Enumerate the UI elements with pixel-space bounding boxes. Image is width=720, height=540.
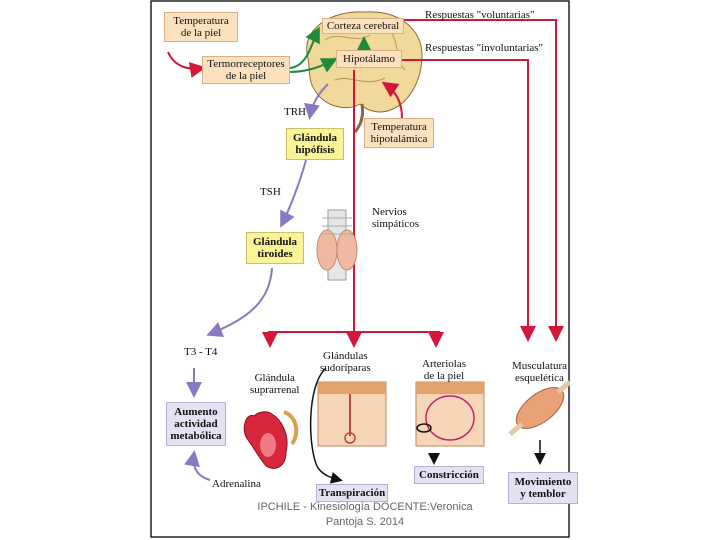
pituitary-gland-box: Glándula hipófisis — [286, 128, 344, 160]
thyroid-illustration — [316, 209, 358, 281]
cerebral-cortex-box: Corteza cerebral — [322, 18, 404, 34]
skin-arterioles-label: Arteriolas de la piel — [422, 358, 466, 382]
purple-arrows — [184, 83, 329, 481]
adrenaline-label: Adrenalina — [212, 478, 261, 490]
arterioles-illustration — [415, 381, 485, 447]
thyroid-gland-box: Glándula tiroides — [246, 232, 304, 264]
figure-frame — [150, 0, 570, 538]
tsh-label: TSH — [260, 186, 281, 198]
hypothalamus-box: Hipotálamo — [336, 50, 402, 68]
green-arrows — [289, 26, 372, 73]
adrenal-illustration — [243, 410, 299, 469]
skeletal-muscle-label: Musculatura esquelética — [512, 360, 567, 384]
sympathetic-nerves-label: Nervios simpáticos — [372, 206, 420, 230]
perspiration-box: Transpiración — [316, 484, 388, 502]
trh-label: TRH — [284, 106, 306, 118]
adrenal-gland-label: Glándula suprarrenal — [250, 372, 300, 396]
sweat-gland-illustration — [317, 381, 387, 447]
sweat-glands-label: Glándulas sudoríparas — [320, 350, 371, 374]
t3-t4-label: T3 - T4 — [184, 346, 218, 358]
red-arrows — [167, 19, 564, 348]
involuntary-responses-label: Respuestas "involuntarias" — [425, 42, 544, 54]
diagram-graphics — [150, 0, 570, 538]
hypothalamic-temperature-box: Temperatura hipotalámica — [364, 118, 434, 148]
voluntary-responses-label: Respuestas "voluntarias" — [425, 9, 535, 21]
metabolic-activity-box: Aumento actividad metabólica — [166, 402, 226, 446]
muscle-illustration — [508, 380, 570, 436]
footer-credit: IPCHILE - Kinesiología DOCENTE:Veronica … — [257, 501, 473, 528]
skin-temperature-box: Temperatura de la piel — [164, 12, 238, 42]
constriction-box: Constricción — [414, 466, 484, 484]
thermoreceptors-box: Termorreceptores de la piel — [202, 56, 290, 84]
thermoregulation-diagram: Temperatura de la piel Termorreceptores … — [150, 0, 578, 540]
black-arrows — [309, 367, 546, 484]
movement-tremor-box: Movimiento y temblor — [508, 472, 578, 504]
